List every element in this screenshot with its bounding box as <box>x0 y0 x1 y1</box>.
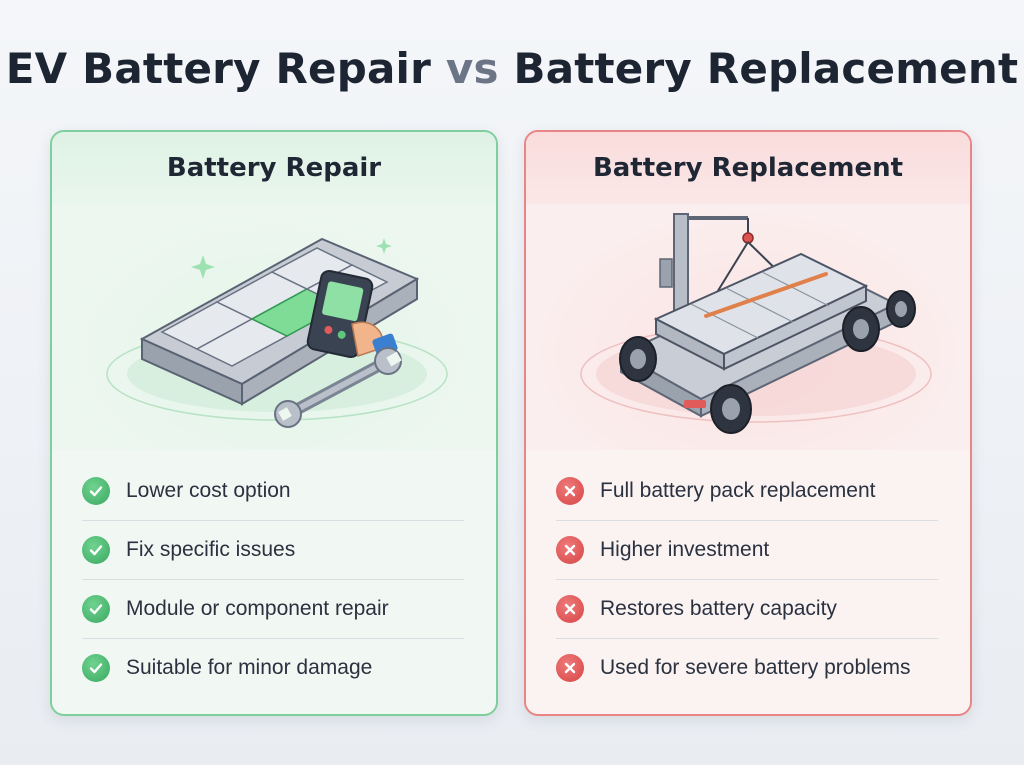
list-item: Higher investment <box>556 521 938 580</box>
list-item-text: Suitable for minor damage <box>126 656 373 679</box>
list-item-text: Module or component repair <box>126 597 389 620</box>
title-part-repair: EV Battery Repair <box>5 44 432 93</box>
repair-panel: Battery Repair <box>50 130 498 716</box>
replacement-points-list: Full battery pack replacement Higher inv… <box>526 462 970 697</box>
list-item-text: Lower cost option <box>126 479 291 502</box>
list-item: Restores battery capacity <box>556 580 938 639</box>
list-item: Full battery pack replacement <box>556 462 938 521</box>
list-item: Suitable for minor damage <box>82 639 464 697</box>
page-title: EV Battery Repair vs Battery Replacement <box>0 44 1024 93</box>
check-circle-icon <box>82 536 110 564</box>
repair-panel-heading: Battery Repair <box>52 132 496 204</box>
x-circle-icon <box>556 595 584 623</box>
battery-hoist-chassis-icon <box>580 213 932 434</box>
list-item: Fix specific issues <box>82 521 464 580</box>
x-circle-icon <box>556 536 584 564</box>
title-part-replacement: Battery Replacement <box>513 44 1019 93</box>
title-vs: vs <box>445 44 499 93</box>
list-item-text: Used for severe battery problems <box>600 656 911 679</box>
repair-illustration <box>52 204 496 450</box>
check-circle-icon <box>82 654 110 682</box>
list-item-text: Restores battery capacity <box>600 597 837 620</box>
check-circle-icon <box>82 595 110 623</box>
list-item-text: Fix specific issues <box>126 538 296 561</box>
x-circle-icon <box>556 654 584 682</box>
list-item: Module or component repair <box>82 580 464 639</box>
battery-diagnostic-wrench-icon <box>106 237 448 428</box>
check-circle-icon <box>82 477 110 505</box>
list-item-text: Higher investment <box>600 538 770 561</box>
list-item-text: Full battery pack replacement <box>600 479 876 502</box>
list-item: Lower cost option <box>82 462 464 521</box>
list-item: Used for severe battery problems <box>556 639 938 697</box>
repair-benefits-list: Lower cost option Fix specific issues Mo… <box>52 462 496 697</box>
replacement-panel: Battery Replacement <box>524 130 972 716</box>
replacement-illustration <box>526 204 970 450</box>
replacement-panel-heading: Battery Replacement <box>526 132 970 204</box>
x-circle-icon <box>556 477 584 505</box>
